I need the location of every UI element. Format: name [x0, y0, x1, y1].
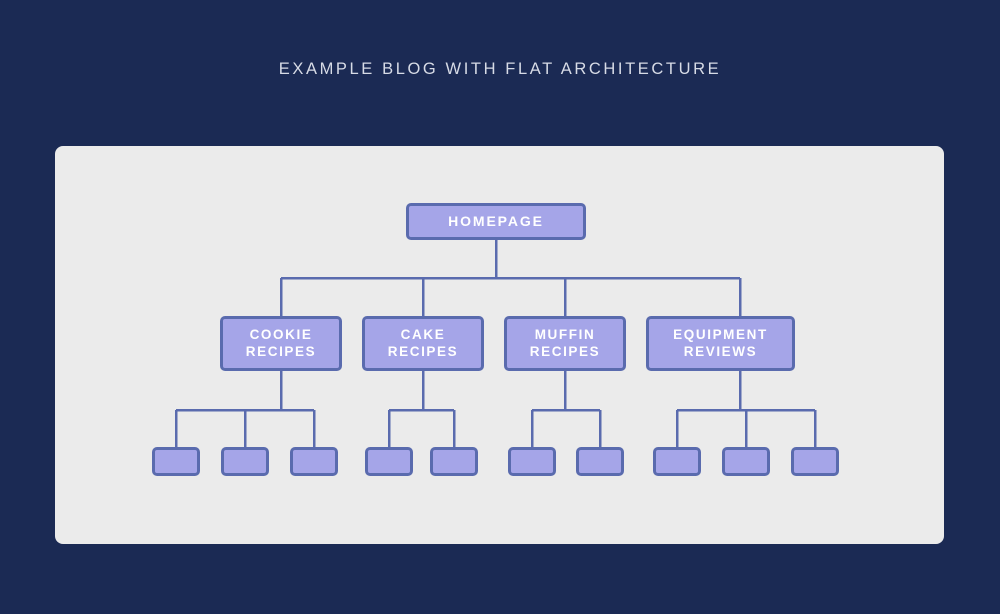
node-leaf-page-6[interactable]	[508, 447, 556, 476]
node-homepage-label: HOMEPAGE	[448, 212, 544, 229]
node-equipment-reviews[interactable]: EQUIPMENT REVIEWS	[646, 316, 795, 371]
diagram-panel: HOMEPAGE COOKIE RECIPES CAKE RECIPES MUF…	[55, 146, 944, 544]
node-leaf-page-4[interactable]	[365, 447, 413, 476]
node-equipment-reviews-label: EQUIPMENT REVIEWS	[673, 326, 768, 359]
node-leaf-page-10[interactable]	[791, 447, 839, 476]
node-leaf-page-1[interactable]	[152, 447, 200, 476]
node-leaf-page-9[interactable]	[722, 447, 770, 476]
node-leaf-page-3[interactable]	[290, 447, 338, 476]
node-leaf-page-8[interactable]	[653, 447, 701, 476]
node-homepage[interactable]: HOMEPAGE	[406, 203, 586, 240]
node-cookie-recipes[interactable]: COOKIE RECIPES	[220, 316, 342, 371]
node-muffin-recipes-label: MUFFIN RECIPES	[529, 326, 601, 359]
node-cake-recipes[interactable]: CAKE RECIPES	[362, 316, 484, 371]
node-leaf-page-5[interactable]	[430, 447, 478, 476]
node-cake-recipes-label: CAKE RECIPES	[387, 326, 459, 359]
node-muffin-recipes[interactable]: MUFFIN RECIPES	[504, 316, 626, 371]
page-title: EXAMPLE BLOG WITH FLAT ARCHITECTURE	[278, 60, 722, 78]
node-leaf-page-7[interactable]	[576, 447, 624, 476]
connector-lines	[174, 240, 817, 447]
node-cookie-recipes-label: COOKIE RECIPES	[245, 326, 317, 359]
node-leaf-page-2[interactable]	[221, 447, 269, 476]
